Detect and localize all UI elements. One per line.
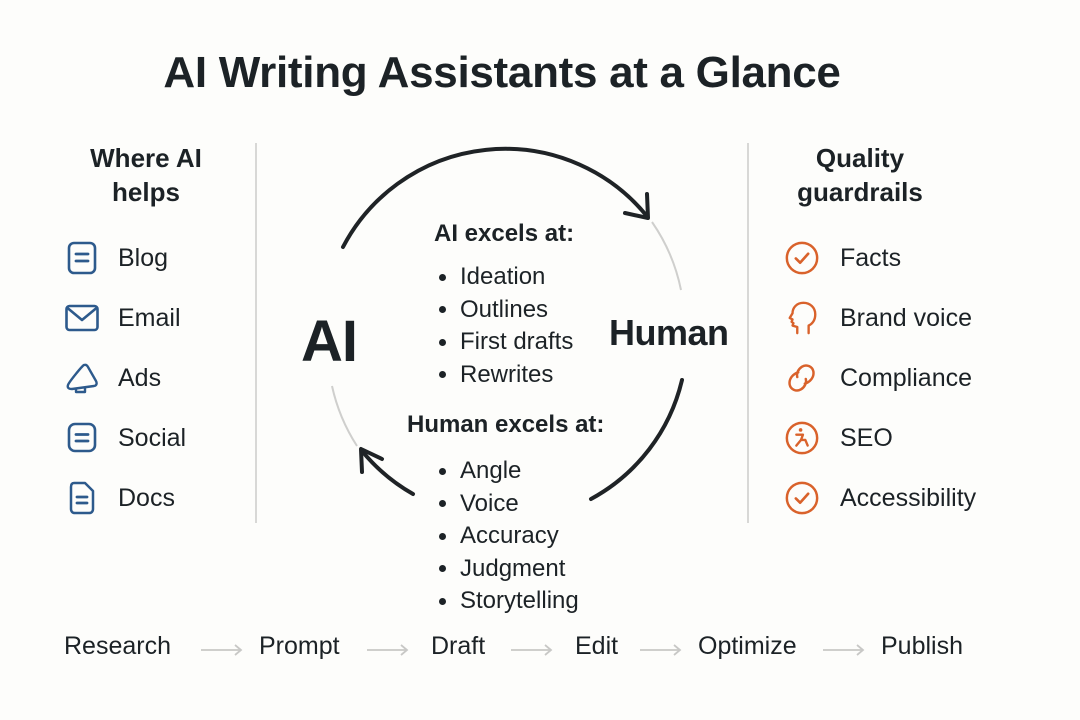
list-item-label: Facts bbox=[840, 243, 902, 272]
list-item-accessibility: Accessibility bbox=[784, 478, 976, 518]
arrow-right-icon bbox=[367, 644, 409, 656]
workflow-steps: Research Prompt Draft Edit Optimize Publ… bbox=[0, 630, 1080, 670]
human-excels-item: Storytelling bbox=[438, 585, 579, 618]
arrow-right-icon bbox=[511, 644, 553, 656]
human-excels-list: Angle Voice Accuracy Judgment Storytelli… bbox=[438, 455, 579, 618]
human-excels-item: Accuracy bbox=[438, 520, 579, 553]
workflow-step-prompt: Prompt bbox=[259, 632, 340, 660]
bullet-icon bbox=[439, 565, 446, 573]
bullet-icon bbox=[439, 597, 446, 605]
list-item-label: Email bbox=[118, 303, 181, 332]
arc-human-to-ai bbox=[360, 449, 415, 496]
arrow-right-icon bbox=[640, 644, 682, 656]
ai-excels-item: Outlines bbox=[438, 294, 573, 327]
list-item-label: Ads bbox=[118, 363, 162, 392]
list-item-label: Social bbox=[118, 423, 187, 452]
list-item-docs: Docs bbox=[64, 478, 175, 518]
list-item-label: Blog bbox=[118, 243, 169, 272]
list-item-seo: SEO bbox=[784, 418, 893, 458]
workflow-step-draft: Draft bbox=[431, 632, 486, 660]
list-item-ads: Ads bbox=[64, 358, 161, 398]
workflow-step-research: Research bbox=[64, 632, 171, 660]
list-item-social: Social bbox=[64, 418, 186, 458]
chat-square-icon bbox=[64, 420, 100, 456]
arc-human-lower bbox=[589, 378, 684, 501]
list-item-facts: Facts bbox=[784, 238, 901, 278]
arrow-right-icon bbox=[201, 644, 243, 656]
megaphone-icon bbox=[64, 360, 100, 396]
list-item-compliance: Compliance bbox=[784, 358, 972, 398]
check-circle-icon bbox=[784, 480, 820, 516]
ai-excels-heading: AI excels at: bbox=[434, 220, 575, 247]
link-icon bbox=[784, 360, 820, 396]
head-profile-icon bbox=[784, 300, 820, 336]
ai-node-label: AI bbox=[301, 309, 358, 374]
human-excels-item: Judgment bbox=[438, 553, 579, 586]
list-item-email: Email bbox=[64, 298, 181, 338]
file-icon bbox=[64, 480, 100, 516]
envelope-icon bbox=[64, 300, 100, 336]
list-item-label: Brand voice bbox=[840, 303, 973, 332]
ai-excels-item: First drafts bbox=[438, 326, 573, 359]
ai-excels-list: Ideation Outlines First drafts Rewrites bbox=[438, 261, 573, 391]
bullet-icon bbox=[439, 532, 446, 540]
workflow-step-publish: Publish bbox=[881, 632, 963, 660]
bullet-icon bbox=[439, 500, 446, 508]
faint-arc-right bbox=[651, 221, 682, 291]
where-ai-helps-heading: Where AI helps bbox=[90, 143, 202, 207]
arrowhead-right-icon bbox=[623, 192, 650, 220]
human-excels-item: Voice bbox=[438, 488, 579, 521]
list-item-brand-voice: Brand voice bbox=[784, 298, 972, 338]
arrowhead-left-icon bbox=[359, 447, 384, 474]
ai-excels-item: Ideation bbox=[438, 261, 573, 294]
human-excels-item: Angle bbox=[438, 455, 579, 488]
right-divider bbox=[747, 143, 749, 523]
page-title: AI Writing Assistants at a Glance bbox=[163, 48, 841, 97]
list-item-label: SEO bbox=[840, 423, 893, 452]
check-circle-icon bbox=[784, 240, 820, 276]
bullet-icon bbox=[439, 338, 446, 346]
list-item-blog: Blog bbox=[64, 238, 168, 278]
human-node-label: Human bbox=[609, 312, 729, 353]
arrow-right-icon bbox=[823, 644, 865, 656]
list-item-label: Docs bbox=[118, 483, 175, 512]
workflow-step-optimize: Optimize bbox=[698, 632, 797, 660]
list-item-label: Compliance bbox=[840, 363, 973, 392]
bullet-icon bbox=[439, 306, 446, 314]
bullet-icon bbox=[439, 371, 446, 379]
bullet-icon bbox=[439, 467, 446, 475]
ai-excels-item: Rewrites bbox=[438, 359, 573, 392]
list-item-label: Accessibility bbox=[840, 483, 977, 512]
document-lines-icon bbox=[64, 240, 100, 276]
accessibility-person-circle-icon bbox=[784, 420, 820, 456]
left-divider bbox=[255, 143, 257, 523]
quality-guardrails-heading: Quality guardrails bbox=[797, 143, 923, 207]
workflow-step-edit: Edit bbox=[575, 632, 619, 660]
human-excels-heading: Human excels at: bbox=[407, 411, 605, 438]
bullet-icon bbox=[439, 273, 446, 281]
faint-arc-left bbox=[331, 385, 358, 447]
